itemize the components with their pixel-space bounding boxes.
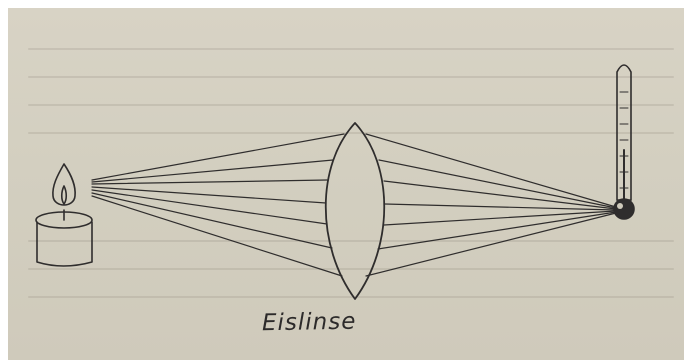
ray	[377, 211, 617, 250]
ray	[91, 186, 327, 204]
ray	[383, 180, 617, 210]
candle-flame-inner	[60, 185, 68, 205]
candle-body	[36, 221, 93, 267]
bleed-through-text	[28, 76, 674, 78]
ray	[378, 159, 617, 209]
bleed-through-text	[28, 268, 674, 270]
caption-eislinse: Eislinse	[261, 308, 357, 337]
bleed-through-text	[28, 104, 674, 106]
ray	[91, 189, 328, 225]
thermometer-tube	[616, 64, 632, 201]
outgoing-rays	[365, 133, 617, 277]
candle-flame	[52, 163, 76, 206]
ray	[365, 212, 617, 277]
ray	[91, 192, 333, 249]
ray	[384, 203, 617, 211]
bleed-through-text	[28, 48, 674, 50]
ray	[91, 159, 334, 183]
bleed-through-text	[28, 132, 674, 134]
ray	[91, 179, 328, 185]
incoming-rays	[91, 133, 345, 277]
ray	[91, 195, 343, 277]
bleed-through-text	[28, 296, 674, 298]
ray	[383, 210, 617, 226]
thermometer-bulb	[613, 198, 635, 220]
bleed-through-text	[28, 240, 674, 242]
ray	[91, 133, 345, 181]
thermometer-bulb-highlight	[617, 203, 623, 209]
thermometer	[613, 64, 635, 220]
ice-lens	[324, 122, 386, 300]
ray	[365, 133, 617, 208]
candle	[35, 163, 93, 267]
